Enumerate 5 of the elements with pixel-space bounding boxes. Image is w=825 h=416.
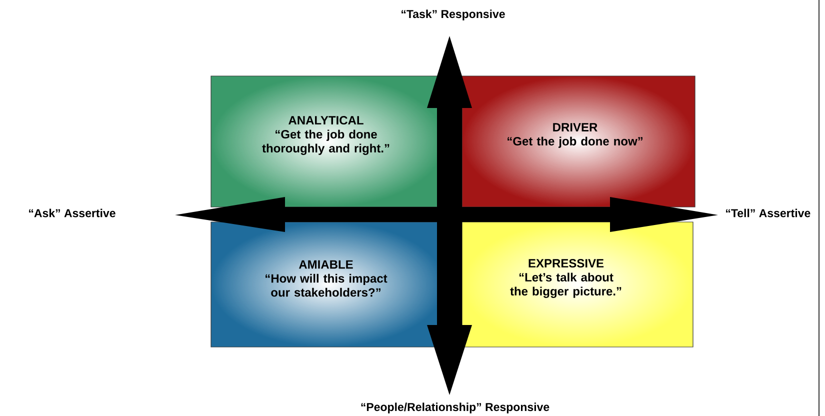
axis-label: “Tell” Assertive: [726, 208, 810, 218]
axis-label: “People/Relationship” Responsive: [361, 402, 550, 414]
axis-label: “Task” Responsive: [402, 10, 505, 20]
axis-label: “Ask” Assertive: [29, 208, 116, 218]
quadrant-box: DRIVER “Get the job done now”: [462, 76, 696, 208]
